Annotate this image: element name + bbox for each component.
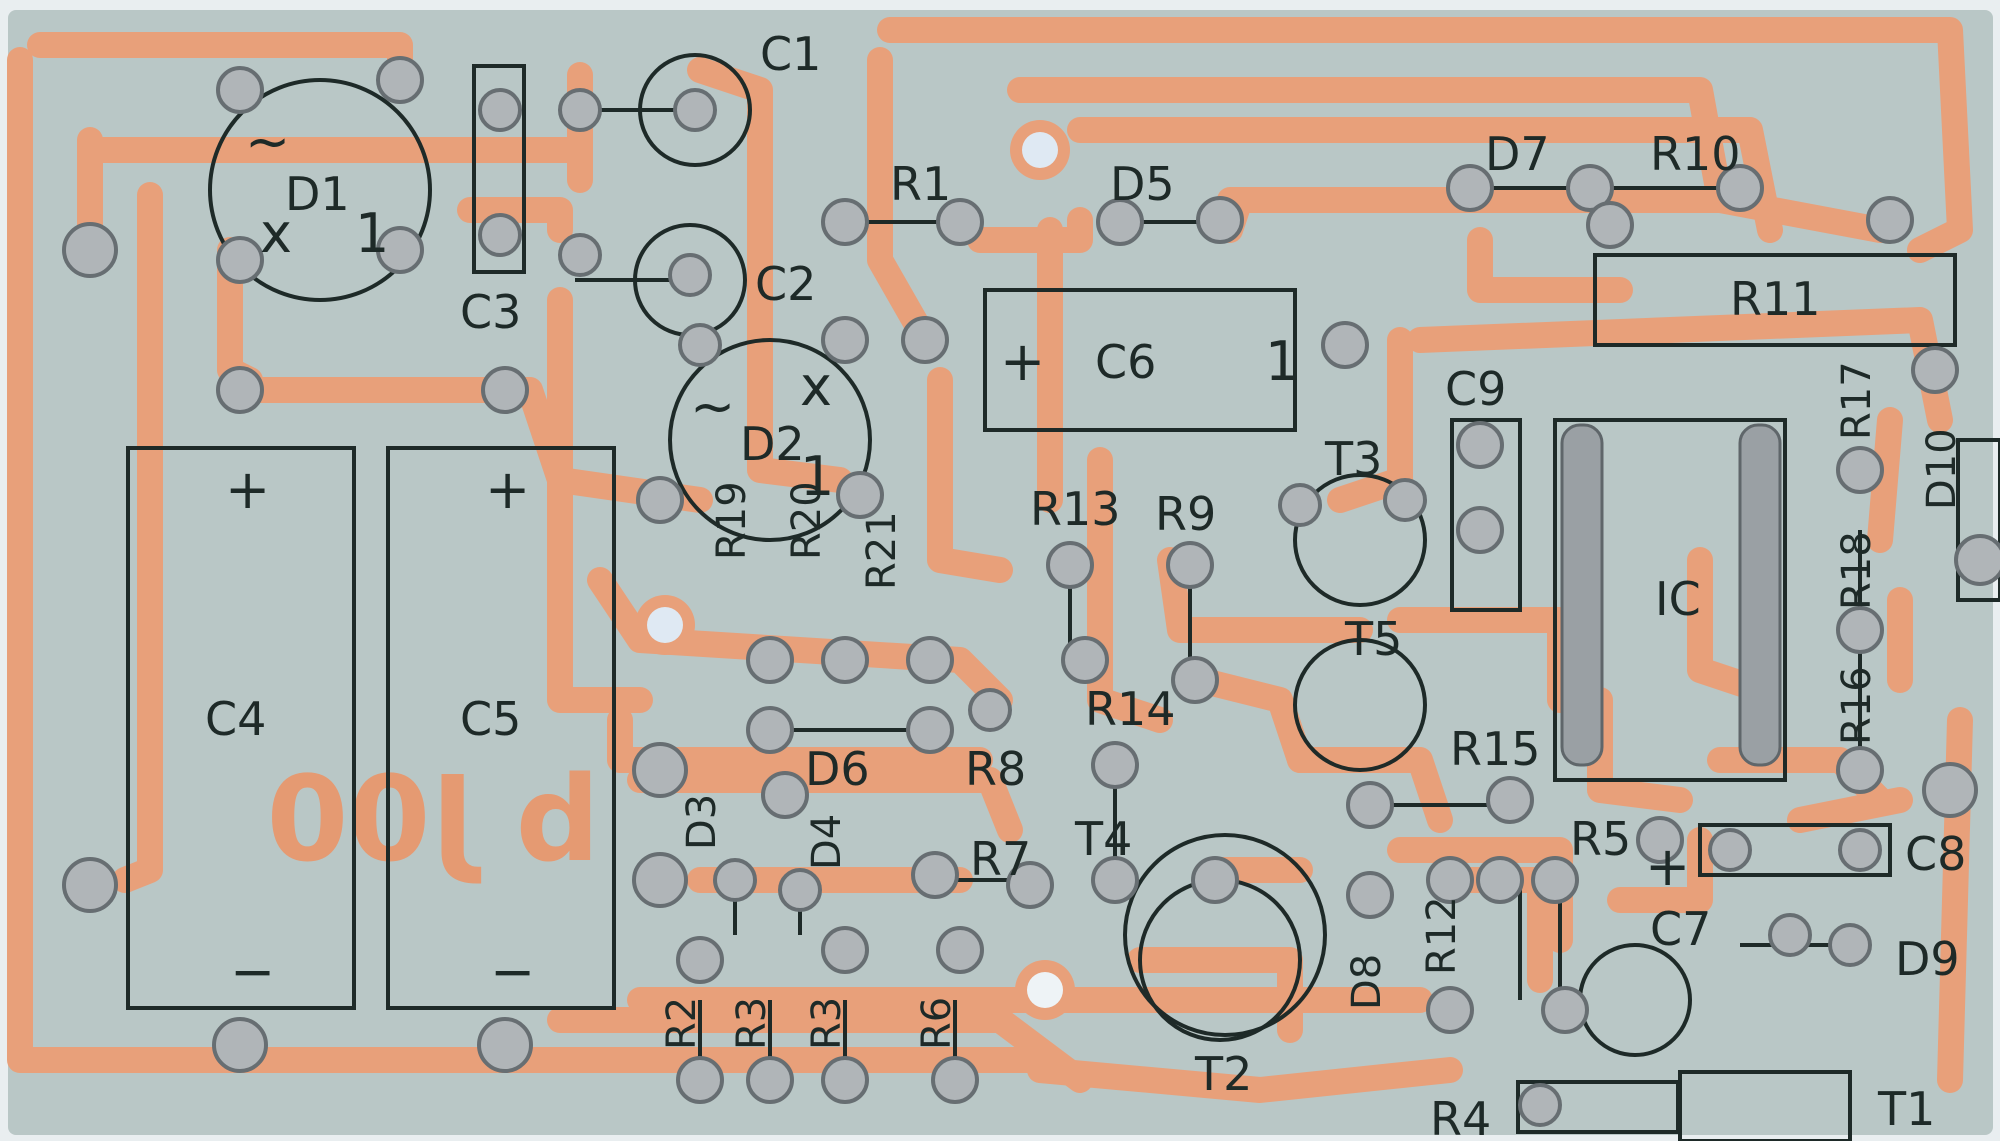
c9-outline <box>1450 418 1522 612</box>
label-r3a: R3 <box>729 997 775 1050</box>
label-r3b: R3 <box>804 997 850 1050</box>
label-r21: R21 <box>859 511 905 590</box>
label-r12: R12 <box>1419 896 1465 975</box>
d2-ac-symbol: ~ <box>690 375 735 438</box>
d1-x-symbol: x <box>260 202 292 265</box>
label-d2: D2 <box>740 417 805 471</box>
label-d9: D9 <box>1895 932 1960 986</box>
c5-plus-symbol: + <box>485 458 530 521</box>
mounting-holes <box>635 120 1075 1020</box>
label-d3: D3 <box>679 794 725 850</box>
silkscreen-outlines <box>126 53 2000 1141</box>
label-r18: R18 <box>1834 531 1880 610</box>
c6-pin-one-symbol: 1 <box>1265 330 1299 393</box>
label-r7: R7 <box>970 832 1031 886</box>
c5-minus-symbol: − <box>490 940 535 1003</box>
label-r14: R14 <box>1085 682 1176 736</box>
c5-outline <box>386 446 616 1010</box>
label-t1: T1 <box>1877 1082 1935 1136</box>
c6-outline <box>983 288 1297 432</box>
c4-outline <box>126 446 356 1010</box>
label-c9: C9 <box>1445 362 1506 416</box>
label-c6: C6 <box>1095 335 1156 389</box>
label-c1: C1 <box>760 27 821 81</box>
mounting-hole-bore <box>647 607 683 643</box>
d1-outline <box>208 78 432 302</box>
label-r10: R10 <box>1650 127 1741 181</box>
label-d10: D10 <box>1919 428 1965 510</box>
d1-ac-symbol: ~ <box>245 110 290 173</box>
label-d7: D7 <box>1485 127 1550 181</box>
label-c3: C3 <box>460 285 521 339</box>
d10-outline <box>1956 438 2000 602</box>
label-r20: R20 <box>784 481 830 560</box>
d2-x-symbol: x <box>800 355 832 418</box>
t5-outline <box>1293 638 1427 772</box>
label-d1: D1 <box>285 167 350 221</box>
c6-plus-symbol: + <box>1000 330 1045 393</box>
label-t5: T5 <box>1344 612 1402 666</box>
label-t3: T3 <box>1324 432 1382 486</box>
label-d8: D8 <box>1344 954 1390 1010</box>
label-d6: D6 <box>805 742 870 796</box>
label-t4: T4 <box>1074 812 1132 866</box>
label-r19: R19 <box>709 481 755 560</box>
label-r4: R4 <box>1430 1092 1491 1141</box>
d1-pin-one-symbol: 1 <box>355 202 389 265</box>
label-r17: R17 <box>1834 361 1880 440</box>
d2-outline <box>668 338 872 542</box>
solder-pads <box>62 56 2000 1127</box>
ic-outline <box>1553 418 1787 782</box>
reference-labels: C1 C2 C3 C4 C5 C6 C7 C8 C9 D1 D2 D5 D6 D… <box>205 27 1966 1141</box>
mounting-hole-bore <box>1022 132 1058 168</box>
label-r2: R2 <box>659 997 705 1050</box>
label-r5: R5 <box>1570 812 1631 866</box>
t1-outline <box>1678 1070 1852 1141</box>
label-d4: D4 <box>804 814 850 870</box>
c4-minus-symbol: − <box>230 940 275 1003</box>
r11-outline <box>1593 253 1957 347</box>
label-r13: R13 <box>1030 482 1121 536</box>
c4-plus-symbol: + <box>225 458 270 521</box>
ic-pins <box>1560 423 1782 767</box>
label-r8: R8 <box>965 742 1026 796</box>
label-t2: T2 <box>1194 1047 1252 1101</box>
label-r11: R11 <box>1730 272 1821 326</box>
c8-outline <box>1698 823 1892 877</box>
c7-plus-symbol: + <box>1645 835 1690 898</box>
t3-outline <box>1293 473 1427 607</box>
d2-pin-one-symbol: 1 <box>800 445 834 508</box>
label-c8: C8 <box>1905 827 1966 881</box>
label-c5: C5 <box>460 692 521 746</box>
label-c4: C4 <box>205 692 266 746</box>
label-d5: D5 <box>1110 157 1175 211</box>
label-r1: R1 <box>890 157 951 211</box>
mounting-hole-bore <box>1027 972 1063 1008</box>
label-c2: C2 <box>755 257 816 311</box>
label-r16: R16 <box>1834 666 1880 745</box>
t4-outline <box>1123 833 1327 1037</box>
c3-outline <box>472 64 526 274</box>
label-r15: R15 <box>1450 722 1541 776</box>
label-r9: R9 <box>1155 487 1216 541</box>
label-ic: IC <box>1655 572 1701 626</box>
label-r6: R6 <box>914 997 960 1050</box>
mirrored-copper-text: b J00 <box>266 750 600 888</box>
silkscreen-symbols: + + − − + 1 + ~ x 1 ~ x 1 <box>225 110 1690 1003</box>
label-c7: C7 <box>1650 902 1711 956</box>
